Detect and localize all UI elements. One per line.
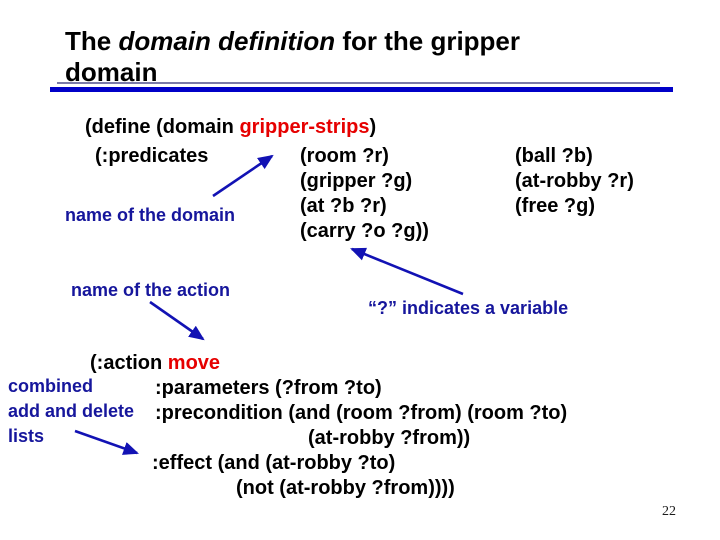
- label-name-of-action: name of the action: [71, 280, 231, 300]
- define-prefix: (define (domain: [85, 116, 240, 138]
- label-line: add and delete: [8, 401, 135, 421]
- label-variable-note: “?” indicates a variable: [368, 298, 569, 318]
- code-line-precondition: :precondition (and (room ?from) (room ?t…: [155, 402, 568, 424]
- action-name-highlight: move: [167, 352, 221, 374]
- arrow-to-action-name-icon: [149, 300, 205, 341]
- title-emphasis: domain definition: [118, 26, 336, 56]
- title-prefix: The: [65, 26, 119, 56]
- arrow-to-domain-name-icon: [212, 154, 274, 198]
- code-line: (gripper ?g): [300, 170, 413, 192]
- code-action-line: (:action move: [90, 351, 220, 376]
- code-line-parameters: :parameters (?from ?to): [155, 377, 382, 399]
- code-line: (at ?b ?r): [300, 195, 387, 217]
- page-number: 22: [662, 504, 676, 519]
- action-prefix: (:action: [90, 352, 168, 374]
- domain-name-highlight: gripper-strips: [239, 116, 370, 138]
- code-line: (room ?r): [300, 145, 389, 167]
- predicates-column-2: (ball ?b) (at-robby ?r) (free ?g): [515, 144, 634, 219]
- page-title: The domain definition for the gripper do…: [65, 26, 520, 88]
- label-line: lists: [8, 426, 45, 446]
- title-underline-thin: [57, 82, 660, 84]
- code-define-line: (define (domain gripper-strips): [85, 115, 376, 140]
- title-suffix: for the gripper: [335, 26, 521, 56]
- code-line: (free ?g): [515, 195, 595, 217]
- page-title-line-1: The domain definition for the gripper: [65, 26, 520, 57]
- arrow-to-variable-icon: [350, 247, 464, 296]
- code-line-effect: :effect (and (at-robby ?to): [152, 452, 396, 474]
- label-line: combined: [8, 376, 94, 396]
- predicates-keyword: (:predicates: [95, 145, 209, 167]
- code-line-effect2: (not (at-robby ?from)))): [236, 477, 455, 499]
- code-line: (ball ?b): [515, 145, 593, 167]
- code-line-precondition2: (at-robby ?from)): [308, 427, 471, 449]
- define-suffix: ): [369, 116, 377, 138]
- code-line: (at-robby ?r): [515, 170, 634, 192]
- label-name-of-domain: name of the domain: [65, 205, 236, 225]
- label-combined-lists: combined add and delete lists: [8, 374, 134, 449]
- title-underline-thick: [50, 87, 673, 92]
- predicates-column-1: (room ?r) (gripper ?g) (at ?b ?r) (carry…: [300, 144, 429, 244]
- code-line: (carry ?o ?g)): [300, 220, 429, 242]
